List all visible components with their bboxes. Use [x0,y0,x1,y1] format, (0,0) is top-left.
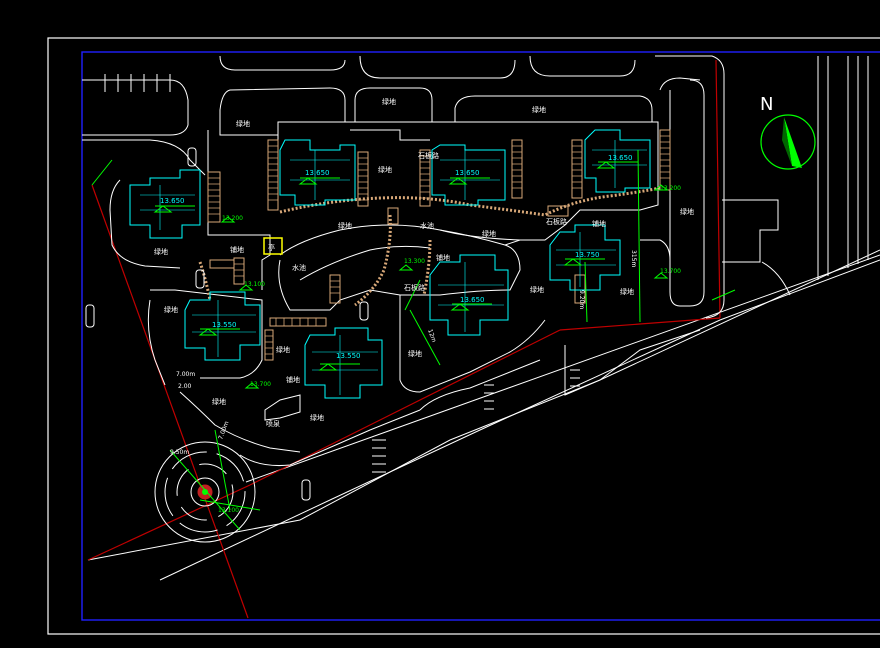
building-6 [429,254,509,336]
small-objects [85,147,369,501]
fountain-dims [169,429,261,531]
elev-b8: 13.550 [336,352,361,360]
stairs [207,129,671,361]
label-green-9: 绿地 [620,287,634,296]
label-green-6: 绿地 [482,229,496,238]
elev-spot5: 13.700 [660,268,681,275]
elevation-text: 13.650 13.650 13.650 13.650 13.750 13.65… [160,154,681,514]
pavilion-box[interactable] [263,237,283,255]
north-arrow: N [760,94,816,170]
label-green-12: 绿地 [276,345,290,354]
buildings [129,129,651,399]
elev-b7: 13.550 [212,321,237,329]
label-paving-4: 铺地 [286,375,300,384]
label-green-2: 绿地 [382,97,396,106]
building-7 [184,291,261,361]
sheet-outer-frame [47,37,880,635]
elev-spot2: 13.300 [404,258,425,265]
dim-4: 7.00m [176,371,195,378]
dim-6: 7.00m [217,420,230,441]
stone-path-dots [198,186,661,307]
label-green-8: 绿地 [680,207,694,216]
label-green-13: 绿地 [408,349,422,358]
label-fountain: 喷泉 [266,419,280,428]
label-green-3: 绿地 [532,105,546,114]
elev-spot6: 13.700 [250,381,271,388]
road-centerlines [87,59,721,619]
dim-7: 2.00 [178,383,192,390]
label-paving-2: 铺地 [230,245,244,254]
building-8 [304,327,383,399]
north-label: N [760,94,773,115]
elev-b2: 13.650 [305,169,330,177]
elev-b5: 13.750 [575,251,600,259]
label-pavilion: 亭 [268,243,275,252]
label-paving-1: 铺地 [436,253,450,262]
label-green-1: 绿地 [236,119,250,128]
elev-spot3: 13.100 [244,281,265,288]
label-stone-road-1: 石板路 [418,151,439,160]
podium-outline [207,121,659,311]
label-green-14: 绿地 [212,397,226,406]
label-green-15: 绿地 [310,413,324,422]
dim-1: 315m [630,250,637,267]
elev-b6: 13.650 [460,296,485,304]
elev-b3: 13.650 [455,169,480,177]
dim-3: 12m [426,328,437,343]
road-curbs [82,55,725,466]
site-boundary-lines [87,249,880,581]
right-road-lanes [722,56,869,296]
label-stone-road-2: 石板路 [546,217,567,226]
building-inner-lines [140,140,647,395]
label-paving-3: 铺地 [592,219,606,228]
elev-b1: 13.650 [160,197,185,205]
stair-treads [208,135,670,355]
building-3 [431,144,506,206]
label-green-11: 绿地 [164,305,178,314]
building-4 [584,129,651,193]
label-green-10: 绿地 [530,285,544,294]
area-labels: 绿地 绿地 绿地 绿地 绿地 绿地 绿地 绿地 绿地 绿地 绿地 绿地 绿地 绿… [154,97,694,428]
elev-spot1: 13.200 [222,215,243,222]
building-1 [129,169,201,239]
drawing-border [81,51,880,621]
label-water-2: 水池 [420,221,434,230]
elev-b4: 13.650 [608,154,633,162]
label-stone-road-3: 石板路 [404,283,425,292]
fountain-plaza [154,441,256,543]
parking-stripes [104,74,580,473]
label-green-5: 绿地 [338,221,352,230]
label-green-4: 绿地 [378,165,392,174]
dim-2: 9.20m [578,290,585,309]
elevation-marks [91,149,736,389]
label-green-7: 绿地 [154,247,168,256]
dim-5: 9.50m [170,449,189,456]
label-water-1: 水池 [292,263,306,272]
elev-spot4: 13.200 [660,185,681,192]
building-5 [549,224,621,291]
elev-spot7: 13.100 [218,507,239,514]
